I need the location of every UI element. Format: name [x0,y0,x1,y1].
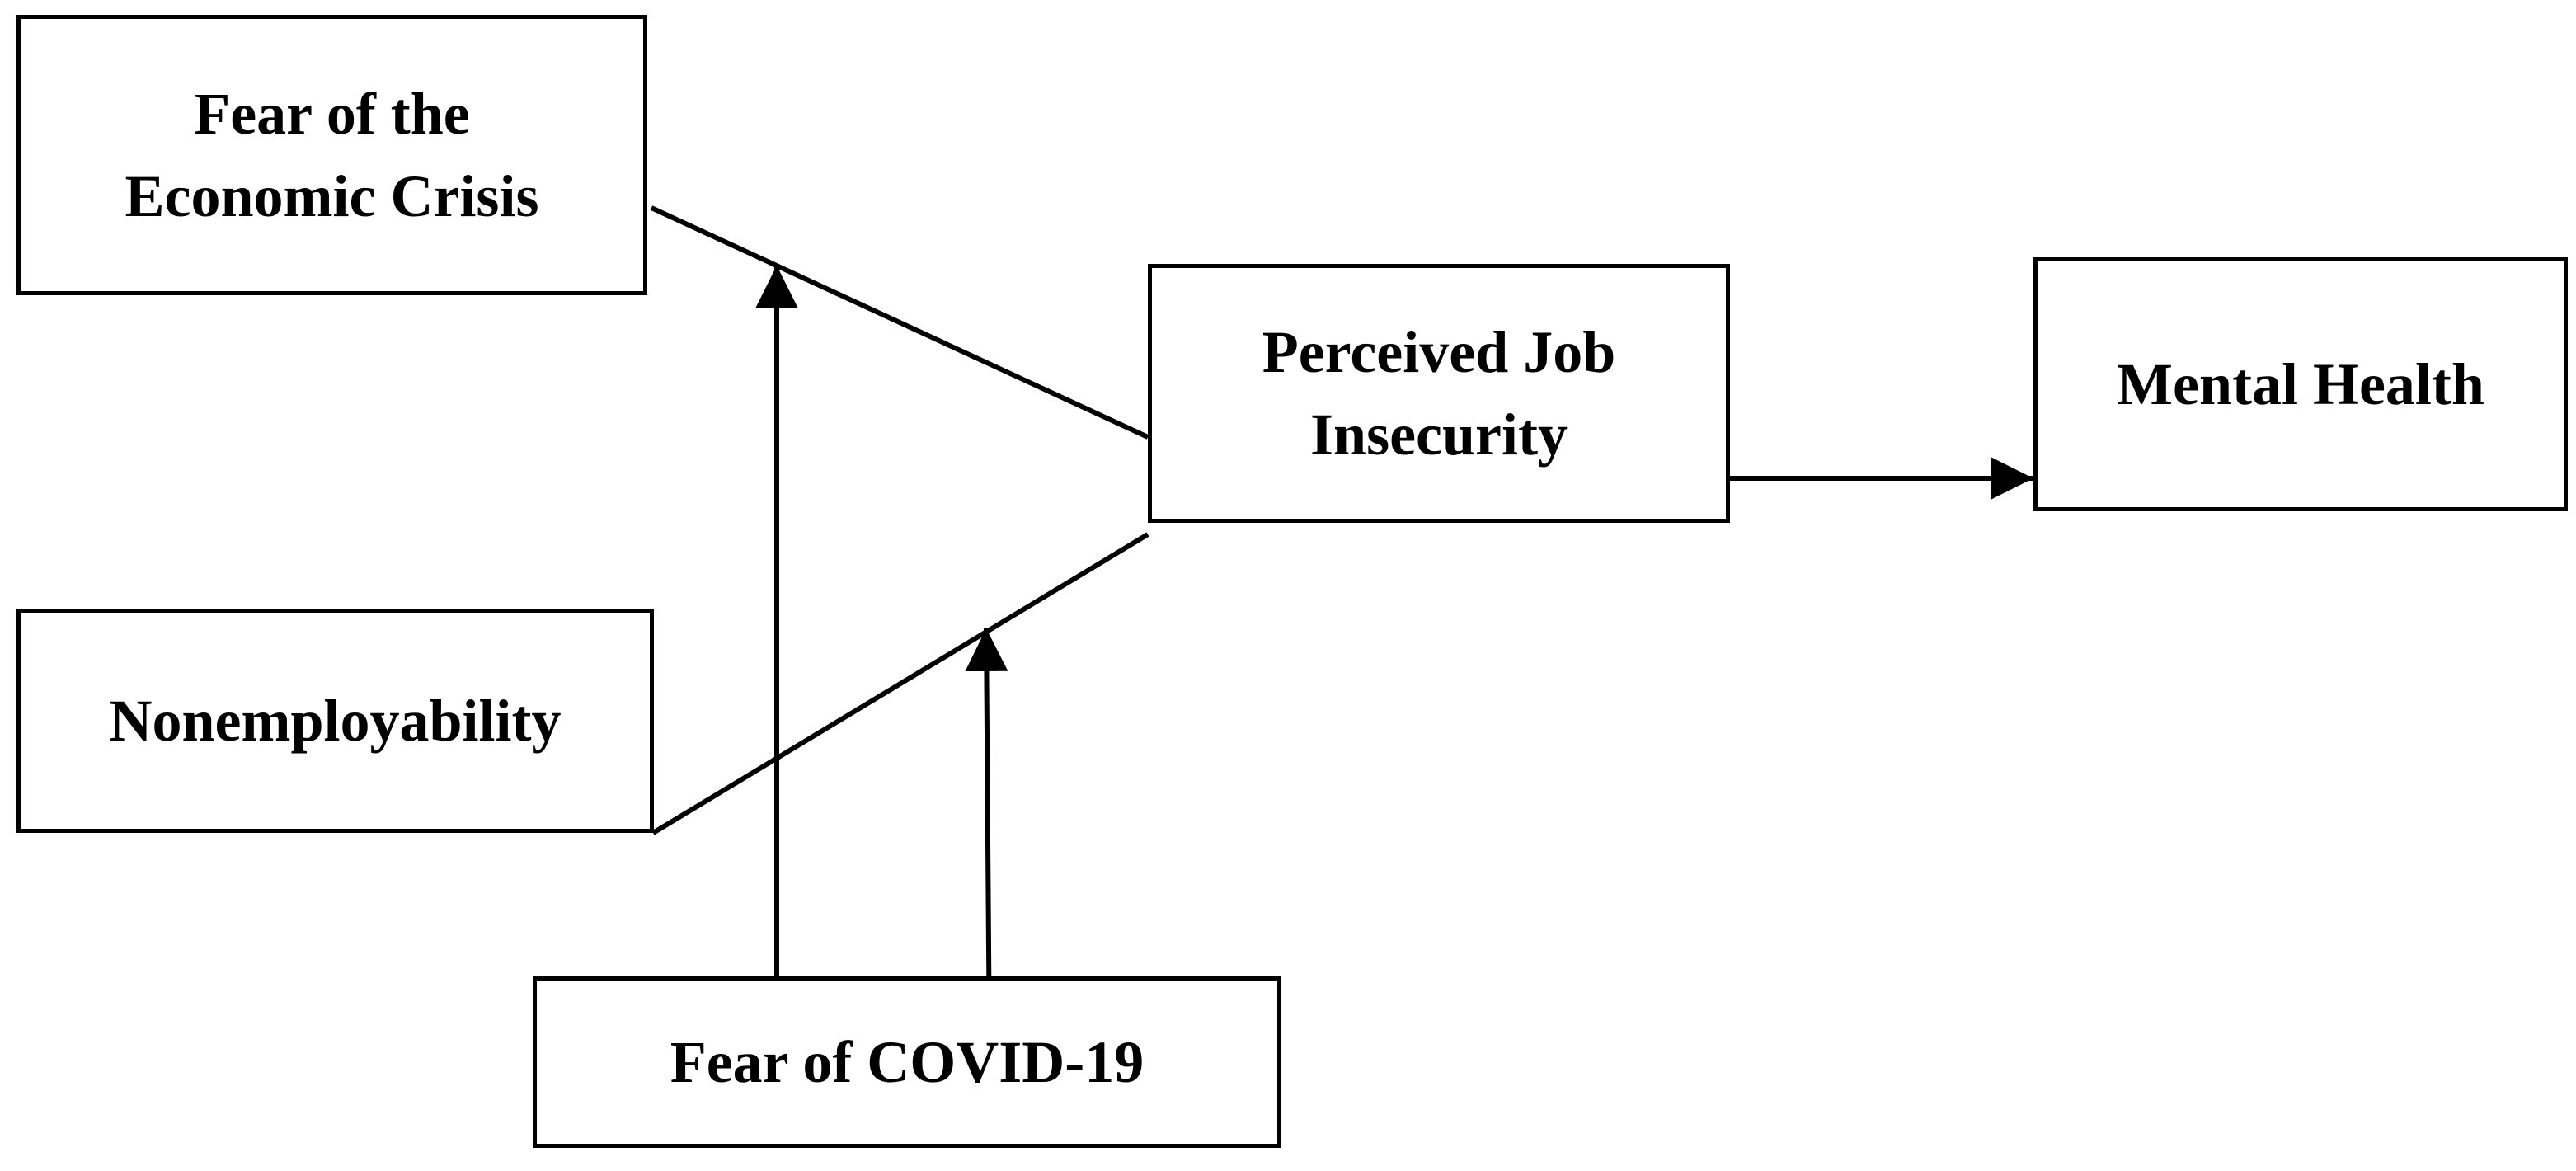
path-line-fear-econ-to-pji [650,205,1149,440]
node-nonemployability: Nonemployability [16,609,654,833]
node-fear-of-covid-19: Fear of COVID-19 [533,976,1281,1148]
node-label: Fear of the Economic Crisis [125,81,539,229]
node-label: Perceived Job Insecurity [1262,319,1616,468]
node-fear-of-economic-crisis: Fear of the Economic Crisis [16,15,647,295]
node-label: Mental Health [2117,351,2484,417]
node-perceived-job-insecurity: Perceived Job Insecurity [1148,264,1730,523]
node-label: Fear of COVID-19 [670,1029,1145,1095]
node-mental-health: Mental Health [2033,257,2568,511]
path-line-nonemp-to-pji [651,532,1149,835]
node-label: Nonemployability [109,688,562,754]
